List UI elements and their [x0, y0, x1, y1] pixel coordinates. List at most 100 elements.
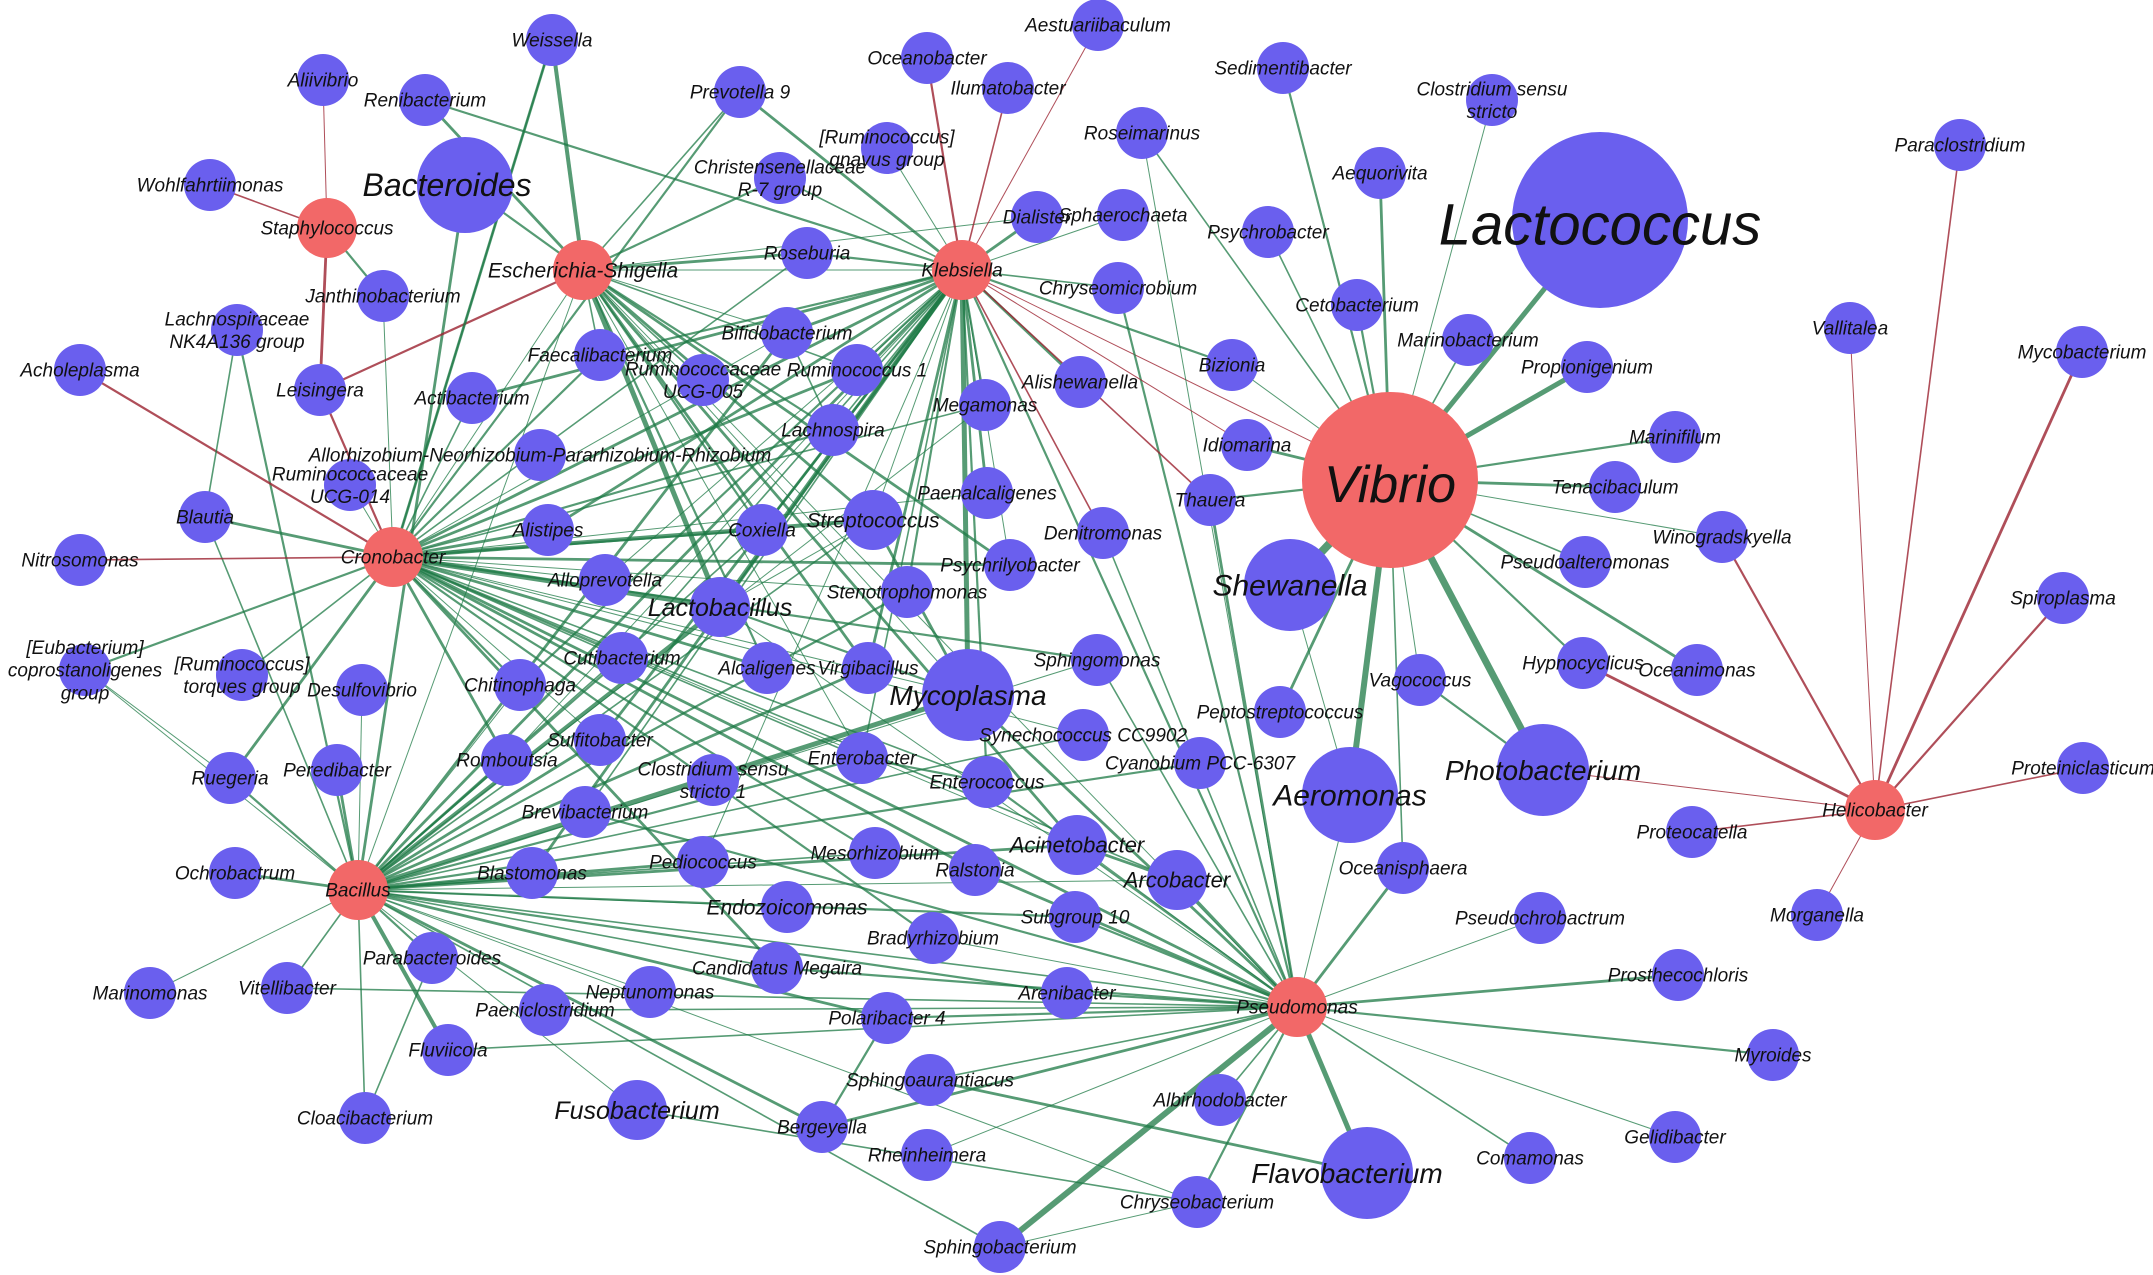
node-fluviicola[interactable]	[422, 1024, 474, 1076]
node-streptococcus[interactable]	[843, 490, 903, 550]
node-helicobacter[interactable]	[1845, 780, 1905, 840]
node-sphingoaurantiacus[interactable]	[904, 1054, 956, 1106]
node-acinetobacter[interactable]	[1047, 815, 1107, 875]
node-winogradskyella[interactable]	[1696, 511, 1748, 563]
node-pseudoalteromonas[interactable]	[1559, 536, 1611, 588]
node-subgroup10[interactable]	[1049, 891, 1101, 943]
node-actibacterium[interactable]	[446, 372, 498, 424]
node-bradyrhizobium[interactable]	[907, 912, 959, 964]
node-paeniclostridium[interactable]	[519, 984, 571, 1036]
node-cloacibacterium[interactable]	[339, 1092, 391, 1144]
node-sedimentibacter[interactable]	[1257, 42, 1309, 94]
node-pediococcus[interactable]	[677, 836, 729, 888]
node-paenalcaligenes[interactable]	[961, 467, 1013, 519]
node-bacteroides[interactable]	[417, 137, 513, 233]
node-clostridiumstricto1[interactable]	[687, 754, 739, 806]
node-vibrio[interactable]	[1302, 392, 1478, 568]
node-marinobacterium[interactable]	[1442, 314, 1494, 366]
node-gelidibacter[interactable]	[1649, 1111, 1701, 1163]
node-ochrobactrum[interactable]	[209, 847, 261, 899]
node-oceanimonas[interactable]	[1671, 644, 1723, 696]
node-mycoplasma[interactable]	[922, 649, 1014, 741]
node-alistipes[interactable]	[522, 504, 574, 556]
node-endozoicomonas[interactable]	[761, 881, 813, 933]
node-albirhodobacter[interactable]	[1194, 1074, 1246, 1126]
node-megamonas[interactable]	[959, 379, 1011, 431]
node-cyanobium[interactable]	[1174, 737, 1226, 789]
node-myroides[interactable]	[1747, 1029, 1799, 1081]
node-ruminococcaceaeucg005[interactable]	[677, 354, 729, 406]
node-romboutsia[interactable]	[481, 734, 533, 786]
node-coxiella[interactable]	[736, 504, 788, 556]
node-idiomarina[interactable]	[1221, 419, 1273, 471]
node-mycobacterium[interactable]	[2056, 326, 2108, 378]
node-synechococcus[interactable]	[1057, 709, 1109, 761]
node-morganella[interactable]	[1791, 889, 1843, 941]
node-bifidobacterium[interactable]	[761, 307, 813, 359]
node-leisingera[interactable]	[294, 364, 346, 416]
node-flavobacterium[interactable]	[1321, 1127, 1413, 1219]
node-hypnocyclicus[interactable]	[1557, 637, 1609, 689]
node-shewanella[interactable]	[1244, 539, 1336, 631]
node-proteiniclasticum[interactable]	[2057, 742, 2109, 794]
node-neptunomonas[interactable]	[624, 966, 676, 1018]
node-sulfitobacter[interactable]	[574, 714, 626, 766]
node-vallitalea[interactable]	[1824, 302, 1876, 354]
node-roseburia[interactable]	[781, 227, 833, 279]
node-arenibacter[interactable]	[1041, 967, 1093, 1019]
node-desulfovibrio[interactable]	[336, 664, 388, 716]
node-aeromonas[interactable]	[1302, 747, 1398, 843]
node-paraclostridium[interactable]	[1934, 119, 1986, 171]
node-rheinheimera[interactable]	[901, 1129, 953, 1181]
node-aliivibrio[interactable]	[297, 54, 349, 106]
node-lactobacillus[interactable]	[690, 577, 750, 637]
node-bergeyella[interactable]	[796, 1101, 848, 1153]
node-aequorivita[interactable]	[1354, 147, 1406, 199]
node-proteocatella[interactable]	[1666, 806, 1718, 858]
node-denitromonas[interactable]	[1077, 507, 1129, 559]
node-escherichia-shigella[interactable]	[553, 240, 613, 300]
node-fusobacterium[interactable]	[607, 1080, 667, 1140]
node-alloprevotella[interactable]	[579, 554, 631, 606]
node-cutibacterium[interactable]	[596, 632, 648, 684]
node-chitinophaga[interactable]	[494, 659, 546, 711]
node-eubacterium[interactable]	[59, 644, 111, 696]
node-thauera[interactable]	[1184, 474, 1236, 526]
node-prosthecochloris[interactable]	[1652, 949, 1704, 1001]
node-megaira[interactable]	[751, 942, 803, 994]
node-ilumatobacter[interactable]	[982, 62, 1034, 114]
node-ruminococcusgnavus[interactable]	[861, 122, 913, 174]
node-roseimarinus[interactable]	[1116, 107, 1168, 159]
node-lactococcus[interactable]	[1512, 132, 1688, 308]
node-peptostreptococcus[interactable]	[1254, 686, 1306, 738]
node-lachnospira[interactable]	[807, 404, 859, 456]
node-oceanobacter[interactable]	[901, 32, 953, 84]
node-polaribacter4[interactable]	[861, 992, 913, 1044]
node-vagococcus[interactable]	[1394, 654, 1446, 706]
node-blastomonas[interactable]	[506, 847, 558, 899]
node-nitrosomonas[interactable]	[54, 534, 106, 586]
node-comamonas[interactable]	[1504, 1132, 1556, 1184]
node-parabacteroides[interactable]	[406, 932, 458, 984]
node-acholeplasma[interactable]	[54, 344, 106, 396]
node-brevibacterium[interactable]	[559, 786, 611, 838]
node-christensenellaceae[interactable]	[754, 152, 806, 204]
node-marinomonas[interactable]	[124, 967, 176, 1019]
node-enterococcus[interactable]	[961, 756, 1013, 808]
node-prevotella9[interactable]	[714, 66, 766, 118]
node-psychrobacter[interactable]	[1242, 206, 1294, 258]
node-ruminococcus1[interactable]	[831, 344, 883, 396]
node-pseudochrobactrum[interactable]	[1514, 892, 1566, 944]
node-lachnospiraceae[interactable]	[211, 304, 263, 356]
node-aestuariibaculum[interactable]	[1072, 0, 1124, 51]
node-klebsiella[interactable]	[932, 240, 992, 300]
node-alishewanella[interactable]	[1054, 356, 1106, 408]
node-dialister[interactable]	[1011, 191, 1063, 243]
node-psychrilyobacter[interactable]	[984, 539, 1036, 591]
node-renibacterium[interactable]	[399, 74, 451, 126]
node-clostridiumstricto[interactable]	[1466, 74, 1518, 126]
node-oceanisphaera[interactable]	[1377, 842, 1429, 894]
node-peredibacter[interactable]	[311, 744, 363, 796]
node-chryseomicrobium[interactable]	[1092, 262, 1144, 314]
node-enterobacter[interactable]	[836, 732, 888, 784]
